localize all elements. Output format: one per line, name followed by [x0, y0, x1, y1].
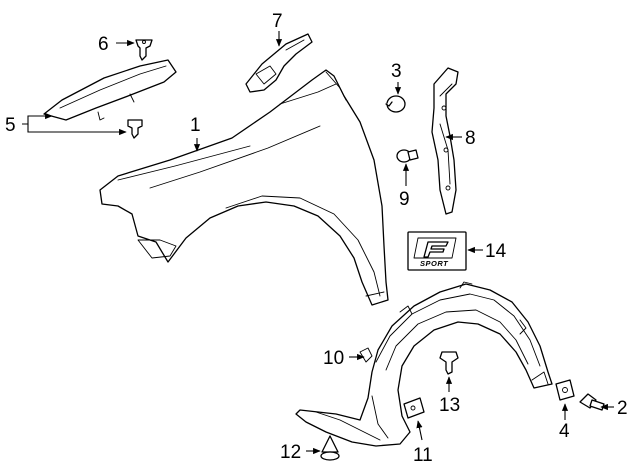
callout-3: 3 [391, 61, 402, 82]
seal-bracket-part[interactable] [245, 33, 313, 93]
callout-9: 9 [399, 189, 410, 210]
callout-14: 14 [485, 241, 507, 262]
clip-part-12[interactable] [320, 435, 340, 461]
leader-5a [22, 112, 53, 125]
retainer-part-11[interactable] [403, 397, 425, 419]
callout-1: 1 [190, 115, 201, 136]
callout-labels: 1 2 3 4 5 6 7 8 9 10 11 12 13 14 [5, 11, 628, 466]
leader-11 [416, 420, 423, 441]
fender-liner-part[interactable] [295, 281, 553, 447]
callout-11: 11 [413, 445, 433, 466]
clip-part-9[interactable] [396, 149, 419, 163]
leader-lines [22, 31, 614, 455]
callout-8: 8 [465, 128, 476, 149]
callout-2: 2 [617, 398, 628, 419]
clip-part-5[interactable] [127, 119, 143, 139]
callout-5: 5 [5, 115, 16, 136]
fender-part[interactable] [99, 69, 389, 306]
callout-10: 10 [323, 348, 344, 369]
callout-13: 13 [439, 395, 460, 416]
emblem-sport-text: SPORT [420, 259, 449, 268]
callout-4: 4 [559, 421, 570, 442]
clip-part-6[interactable] [135, 39, 153, 61]
fender-brace-part[interactable] [431, 67, 459, 215]
leader-5b [27, 124, 127, 136]
callout-12: 12 [280, 442, 301, 463]
clip-part-13[interactable] [439, 351, 459, 375]
callout-6: 6 [98, 34, 109, 55]
cowl-seal-part[interactable] [43, 59, 177, 121]
callout-7: 7 [272, 11, 283, 32]
nut-part-4[interactable] [555, 379, 575, 401]
f-sport-emblem[interactable]: SPORT [407, 231, 467, 271]
plug-part[interactable] [385, 95, 406, 113]
bolt-part-2[interactable] [579, 393, 605, 411]
